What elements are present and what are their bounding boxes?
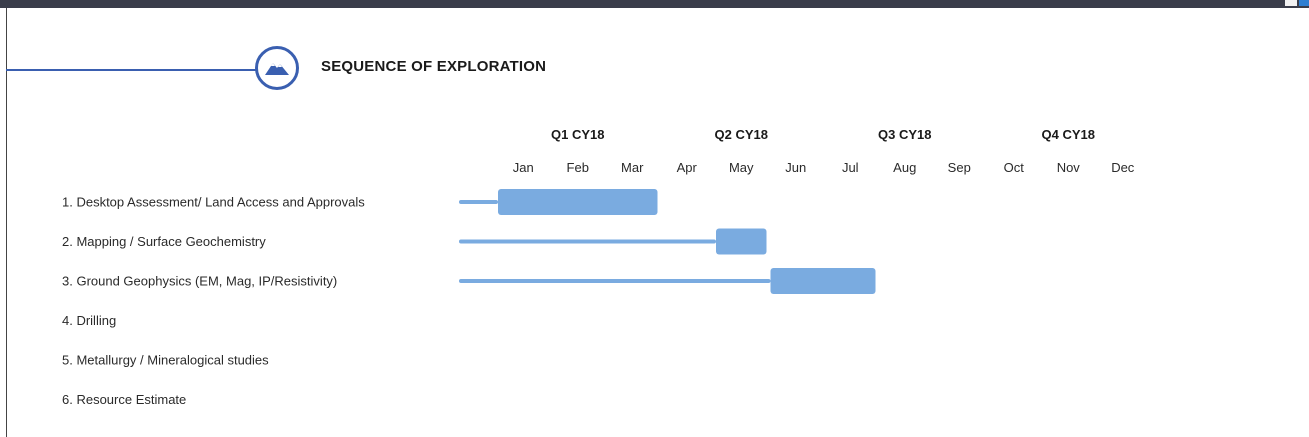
task-label: 3. Ground Geophysics (EM, Mag, IP/Resist…	[62, 274, 337, 289]
quarter-label: Q2 CY18	[715, 127, 768, 142]
month-label: May	[729, 160, 754, 175]
header-badge	[255, 46, 299, 90]
month-label: Aug	[893, 160, 916, 175]
left-border	[6, 8, 7, 437]
page-title: SEQUENCE OF EXPLORATION	[321, 58, 547, 75]
task-bar	[716, 228, 767, 255]
month-label: Oct	[1004, 160, 1025, 175]
task-bar	[498, 189, 658, 215]
month-label: Nov	[1057, 160, 1081, 175]
window-control-icon[interactable]	[1285, 0, 1297, 6]
window-control-accent-icon[interactable]	[1299, 0, 1309, 6]
mountain-icon	[265, 63, 289, 75]
top-bar	[0, 0, 1309, 8]
month-label: Apr	[677, 160, 698, 175]
month-label: Jul	[842, 160, 859, 175]
month-label: Jun	[785, 160, 806, 175]
quarter-label: Q3 CY18	[878, 127, 931, 142]
quarter-label: Q4 CY18	[1042, 127, 1095, 142]
task-label: 6. Resource Estimate	[62, 392, 186, 407]
month-label: Dec	[1111, 160, 1135, 175]
task-label: 2. Mapping / Surface Geochemistry	[62, 234, 266, 249]
task-label: 1. Desktop Assessment/ Land Access and A…	[62, 195, 365, 210]
header-rule	[6, 69, 256, 71]
month-label: Sep	[948, 160, 971, 175]
month-label: Jan	[513, 160, 534, 175]
quarter-label: Q1 CY18	[551, 127, 604, 142]
task-label: 4. Drilling	[62, 313, 116, 328]
month-label: Feb	[567, 160, 589, 175]
task-label: 5. Metallurgy / Mineralogical studies	[62, 353, 269, 368]
month-label: Mar	[621, 160, 644, 175]
task-bar	[770, 268, 876, 294]
